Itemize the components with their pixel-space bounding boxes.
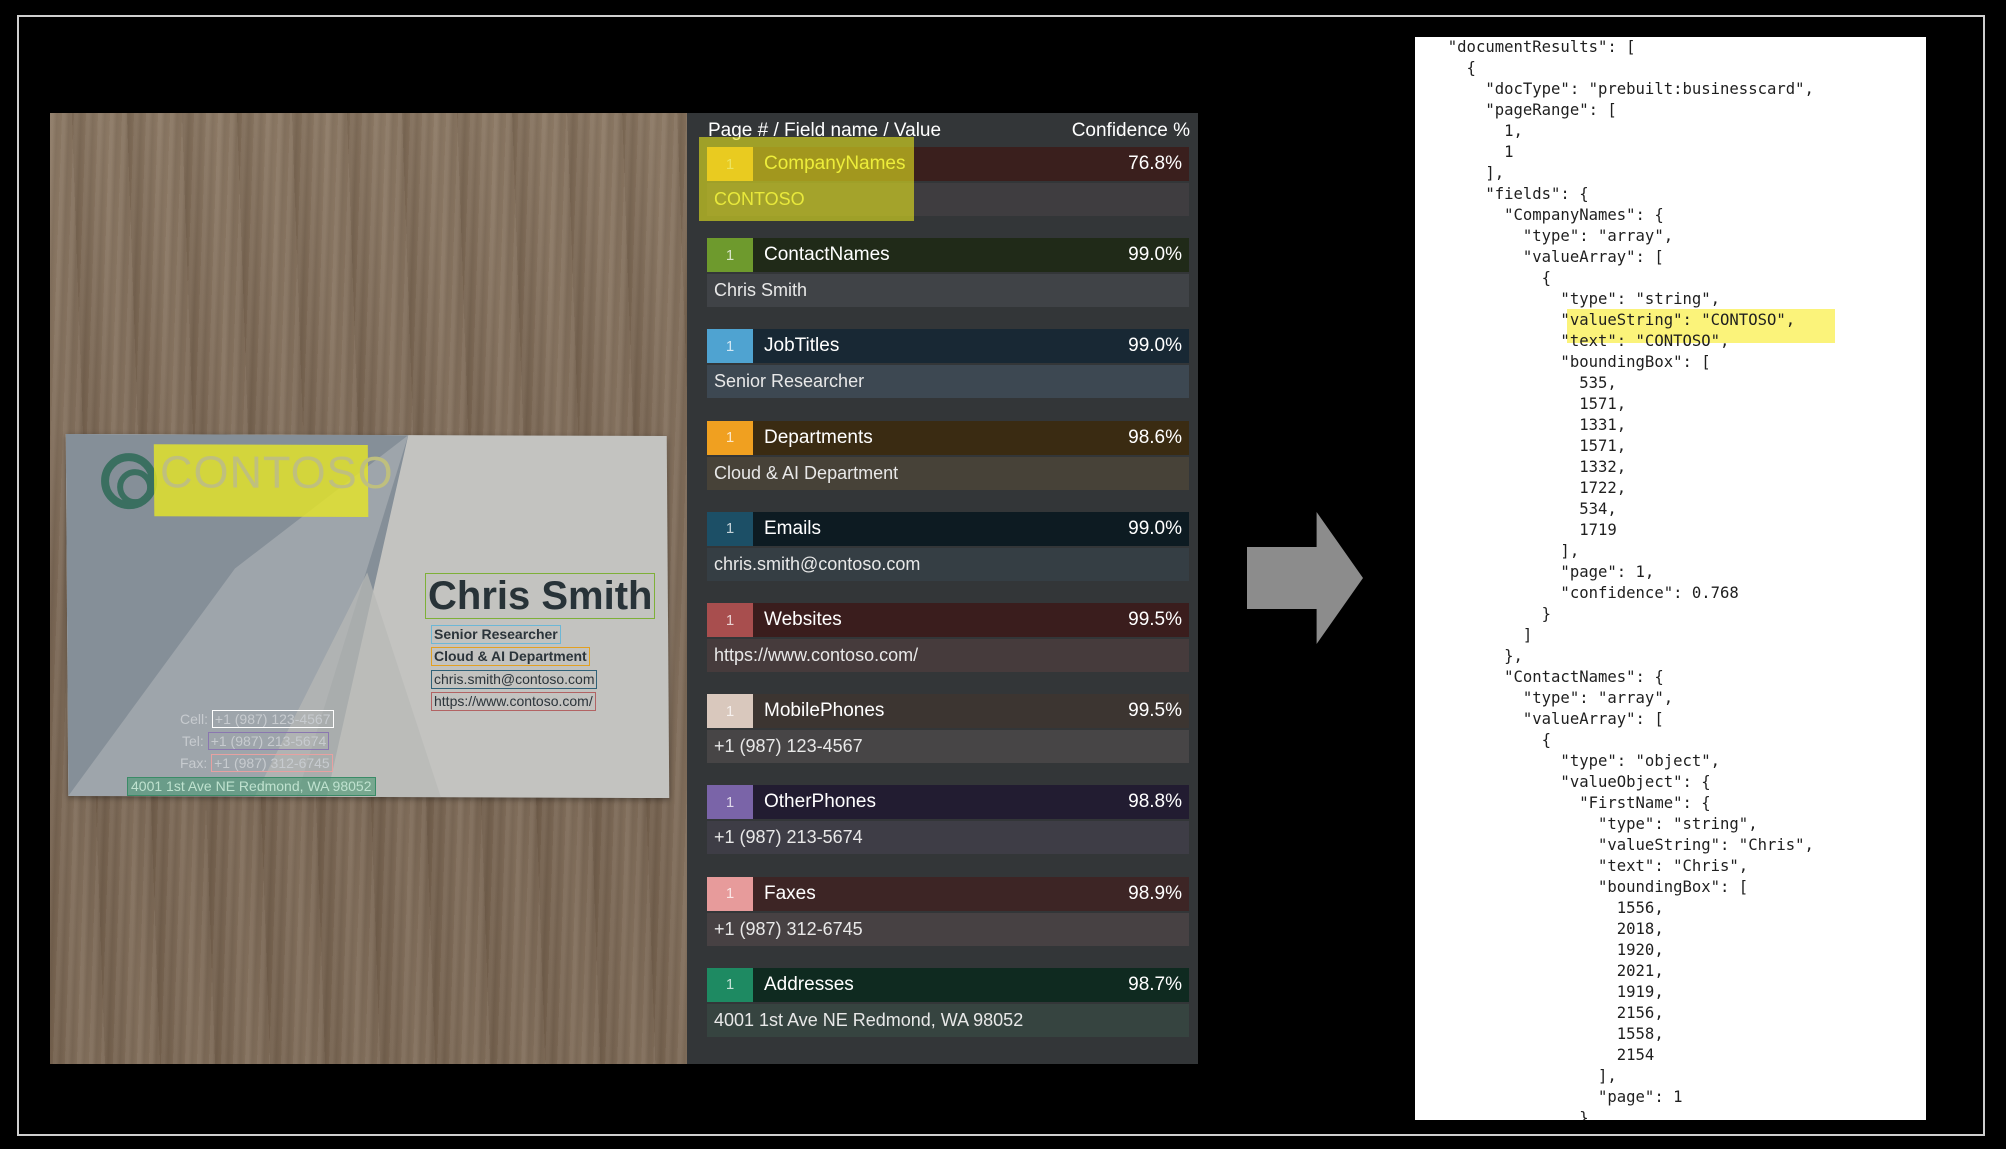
field-page-badge: 1 — [707, 876, 753, 911]
field-page-badge: 1 — [707, 785, 753, 820]
card-address[interactable]: 4001 1st Ave NE Redmond, WA 98052 — [127, 777, 376, 796]
card-cell-line: Cell: +1 (987) 123-4567 — [180, 710, 334, 728]
field-value: Senior Researcher — [714, 371, 865, 392]
card-fax-line: Fax: +1 (987) 312-6745 — [180, 754, 333, 772]
field-page-badge: 1 — [707, 603, 753, 637]
json-text: "documentResults": [ { "docType": "prebu… — [1447, 38, 1814, 1120]
field-row-header[interactable]: 1 Departments 98.6% — [707, 420, 1189, 455]
confidence-header-label: Confidence % — [1071, 120, 1190, 141]
field-value: Chris Smith — [714, 280, 808, 301]
field-page-badge: 1 — [707, 238, 753, 273]
card-contact-name[interactable]: Chris Smith — [425, 573, 656, 619]
field-confidence: 76.8% — [1128, 153, 1182, 174]
field-confidence: 98.9% — [1128, 882, 1182, 904]
card-fax-number[interactable]: +1 (987) 312-6745 — [211, 754, 333, 772]
contoso-logo-icon — [100, 453, 158, 510]
field-row[interactable]: 1 MobilePhones 99.5% +1 (987) 123-4567 — [707, 694, 1189, 764]
json-output-panel[interactable]: "documentResults": [ { "docType": "prebu… — [1415, 37, 1926, 1120]
field-page-badge: 1 — [707, 967, 753, 1002]
field-row-header[interactable]: 1 JobTitles 99.0% — [707, 329, 1189, 364]
field-row-header[interactable]: 1 Faxes 98.9% — [707, 876, 1189, 911]
field-name: Departments — [764, 426, 873, 448]
field-value-row[interactable]: Senior Researcher — [707, 365, 1189, 399]
field-value: +1 (987) 123-4567 — [714, 736, 863, 757]
card-tel-line: Tel: +1 (987) 213-5674 — [182, 732, 330, 750]
field-name: Faxes — [764, 882, 816, 904]
field-value-row[interactable]: Chris Smith — [707, 274, 1189, 308]
field-row[interactable]: 1 ContactNames 99.0% Chris Smith — [707, 238, 1189, 308]
outer-frame — [17, 15, 1985, 1136]
field-value-row[interactable]: 4001 1st Ave NE Redmond, WA 98052 — [707, 1003, 1189, 1037]
business-card-photo: CONTOSO — [50, 113, 687, 1064]
card-company-name: CONTOSO — [159, 446, 394, 499]
field-row[interactable]: 1 Websites 99.5% https://www.contoso.com/ — [707, 603, 1189, 673]
field-confidence: 99.0% — [1128, 517, 1182, 539]
field-value: +1 (987) 312-6745 — [714, 918, 863, 939]
field-value: +1 (987) 213-5674 — [714, 827, 863, 848]
field-name: Emails — [764, 517, 822, 539]
field-value-row[interactable]: +1 (987) 213-5674 — [707, 821, 1189, 855]
card-tel-label: Tel: — [182, 733, 204, 749]
value-string-highlight — [1567, 309, 1835, 343]
field-row-header[interactable]: 1 ContactNames 99.0% — [707, 238, 1189, 273]
field-confidence: 98.8% — [1128, 791, 1182, 813]
field-row-header[interactable]: 1 Websites 99.5% — [707, 603, 1189, 637]
field-confidence: 99.0% — [1128, 335, 1182, 357]
field-page-badge: 1 — [707, 329, 753, 364]
field-row[interactable]: 1 Addresses 98.7% 4001 1st Ave NE Redmond, … — [707, 967, 1189, 1038]
card-department[interactable]: Cloud & AI Department — [431, 647, 590, 666]
fields-header-label: Page # / Field name / Value — [708, 120, 942, 141]
field-name: OtherPhones — [764, 791, 876, 813]
field-row[interactable]: 1 Faxes 98.9% +1 (987) 312-6745 — [707, 876, 1189, 947]
card-email[interactable]: chris.smith@contoso.com — [431, 670, 598, 689]
field-row[interactable]: 1 JobTitles 99.0% Senior Researcher — [707, 329, 1189, 399]
selected-field-highlight — [699, 137, 914, 221]
field-row-header[interactable]: 1 Emails 99.0% — [707, 511, 1189, 546]
field-row[interactable]: 1 Departments 98.6% Cloud & AI Department — [707, 420, 1189, 491]
card-tel-phone[interactable]: +1 (987) 213-5674 — [207, 732, 330, 750]
field-value: chris.smith@contoso.com — [714, 553, 921, 574]
card-job-title[interactable]: Senior Researcher — [431, 625, 561, 644]
field-row[interactable]: 1 OtherPhones 98.8% +1 (987) 213-5674 — [707, 785, 1189, 855]
field-value-row[interactable]: chris.smith@contoso.com — [707, 547, 1189, 581]
extracted-fields-panel: Page # / Field name / Value Confidence %… — [687, 113, 1198, 1064]
field-value: https://www.contoso.com/ — [714, 645, 919, 665]
field-confidence: 98.6% — [1128, 426, 1182, 448]
field-value: 4001 1st Ave NE Redmond, WA 98052 — [714, 1009, 1024, 1030]
card-website[interactable]: https://www.contoso.com/ — [431, 692, 596, 711]
field-confidence: 99.0% — [1128, 244, 1182, 266]
field-value-row[interactable]: +1 (987) 123-4567 — [707, 730, 1189, 764]
card-cell-phone[interactable]: +1 (987) 123-4567 — [211, 710, 334, 728]
fields-header: Page # / Field name / Value Confidence % — [708, 116, 1190, 146]
field-value: Cloud & AI Department — [714, 462, 899, 483]
field-row-header[interactable]: 1 MobilePhones 99.5% — [707, 694, 1189, 729]
field-name: ContactNames — [764, 244, 890, 266]
field-value-row[interactable]: https://www.contoso.com/ — [707, 639, 1189, 672]
field-name: Addresses — [764, 973, 854, 995]
card-fax-label: Fax: — [180, 755, 208, 771]
field-confidence: 98.7% — [1128, 973, 1182, 995]
field-row-header[interactable]: 1 OtherPhones 98.8% — [707, 785, 1189, 820]
field-confidence: 99.5% — [1128, 609, 1182, 630]
field-name: JobTitles — [764, 335, 840, 357]
field-name: MobilePhones — [764, 700, 885, 722]
field-value-row[interactable]: +1 (987) 312-6745 — [707, 912, 1189, 946]
field-value-row[interactable]: Cloud & AI Department — [707, 456, 1189, 490]
field-row-header[interactable]: 1 Addresses 98.7% — [707, 967, 1189, 1002]
field-row[interactable]: 1 Emails 99.0% chris.smith@contoso.com — [707, 511, 1189, 582]
field-page-badge: 1 — [707, 511, 753, 546]
card-cell-label: Cell: — [180, 711, 209, 727]
field-confidence: 99.5% — [1128, 700, 1182, 722]
field-page-badge: 1 — [707, 694, 753, 729]
field-page-badge: 1 — [707, 420, 753, 455]
field-name: Websites — [764, 609, 842, 630]
